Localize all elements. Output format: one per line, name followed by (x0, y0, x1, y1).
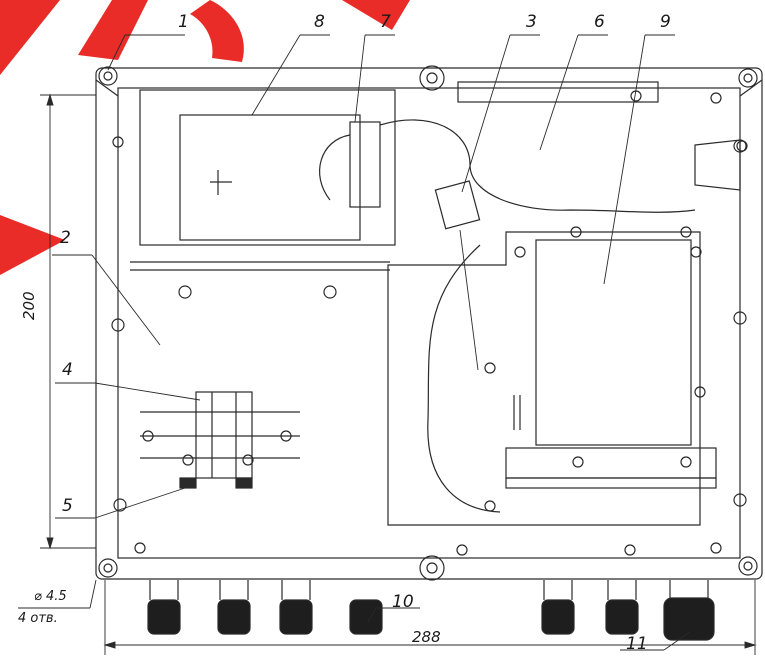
callout-8: 8 (314, 12, 325, 32)
callout-9: 9 (660, 12, 671, 32)
enclosure-inner (117, 87, 741, 559)
terminal-7 (349, 121, 381, 208)
height-dimension: 200 (20, 291, 38, 320)
corner-screw (738, 556, 758, 576)
corner-screw (98, 66, 118, 86)
top-rail (457, 81, 659, 103)
cable-gland-10 (147, 599, 639, 635)
leader-lines (52, 34, 691, 651)
callout-5: 5 (62, 496, 73, 516)
callout-7: 7 (380, 12, 391, 32)
mounting-plate (387, 231, 701, 526)
switch-3 (434, 180, 481, 230)
din-screw (178, 285, 337, 299)
callout-11: 11 (626, 634, 648, 654)
large-gland-11 (663, 580, 715, 641)
hole-diameter: ⌀ 4.5 (34, 589, 67, 604)
enclosure-outer (95, 67, 763, 580)
watermark (0, 0, 410, 275)
module-8 (139, 89, 396, 246)
corner-screw (98, 558, 118, 578)
callout-6: 6 (594, 12, 605, 32)
callout-4: 4 (62, 360, 73, 380)
callout-1: 1 (178, 12, 189, 32)
callout-10: 10 (392, 592, 414, 612)
terminal-block-4 (140, 391, 300, 489)
callout-2: 2 (60, 228, 71, 248)
hole-count: 4 отв. (18, 611, 58, 626)
corner-screw (738, 68, 758, 88)
dimension-lines (18, 93, 757, 655)
top-hinge (419, 65, 445, 91)
module-9 (535, 239, 692, 446)
bottom-hinge (419, 555, 445, 581)
callout-3: 3 (526, 12, 537, 32)
width-dimension: 288 (412, 628, 441, 646)
